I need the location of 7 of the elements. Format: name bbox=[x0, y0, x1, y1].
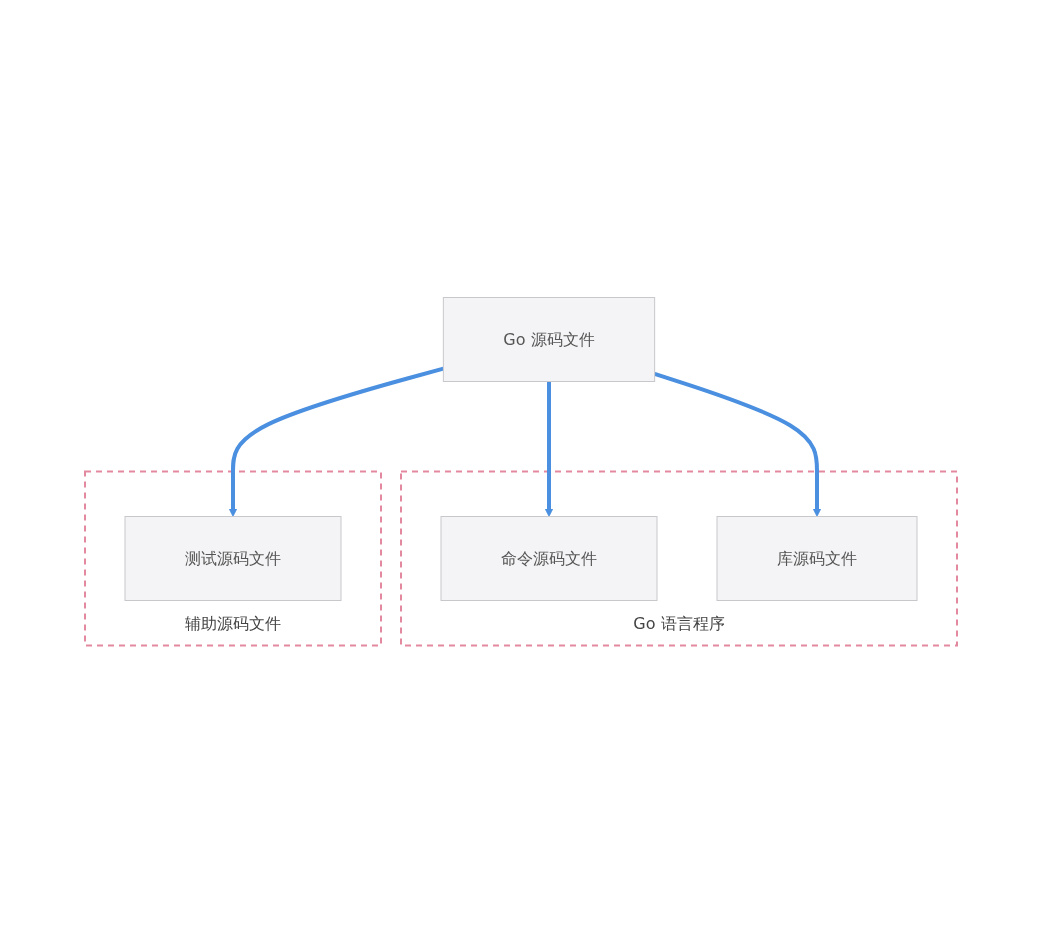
node-box: 命令源码文件 bbox=[440, 516, 657, 601]
node-box: 库源码文件 bbox=[716, 516, 917, 601]
node-box: 测试源码文件 bbox=[124, 516, 341, 601]
arrow bbox=[544, 381, 553, 517]
arrow bbox=[228, 366, 444, 517]
node-box: Go 源码文件 bbox=[442, 297, 655, 382]
arrow bbox=[653, 371, 821, 517]
